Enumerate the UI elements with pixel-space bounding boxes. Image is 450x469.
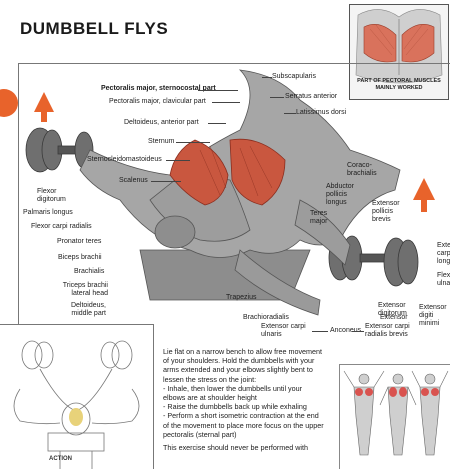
- label-pectoralis-sternocostal: Pectoralis major, sternocostal part: [101, 85, 216, 92]
- leader-line: [208, 123, 226, 124]
- orange-marker: [0, 89, 18, 117]
- right-up-arrow-icon: [413, 178, 435, 212]
- leader-line: [151, 181, 181, 182]
- description-line: arms extended and your elbows slightly b…: [163, 365, 313, 375]
- label-deltoideus-anterior: Deltoideus, anterior part: [124, 119, 199, 126]
- leader-line: [166, 160, 190, 161]
- label-flexor-carpi-ulnaris: Flexor carpi ulnaris: [437, 272, 450, 287]
- exercise-description: Lie flat on a narrow bench to allow free…: [163, 347, 337, 456]
- leader-line: [270, 97, 284, 98]
- action-figure-illustration: [13, 340, 140, 469]
- description-line: Lie flat on a narrow bench to allow free…: [163, 347, 323, 356]
- label-extensor-carpi-ulnaris: Extensor carpi ulnaris: [261, 323, 306, 338]
- leader-line: [212, 102, 240, 103]
- left-up-arrow-icon: [34, 92, 54, 122]
- label-teres-major: Teres major: [310, 210, 328, 225]
- leader-line: [352, 331, 364, 332]
- description-line: of the movement to place more focus on t…: [163, 420, 324, 430]
- label-deltoideus-middle: Deltoideus, middle part: [70, 302, 106, 317]
- label-scalenus: Scalenus: [119, 177, 148, 184]
- description-line: of your shoulders. Hold the dumbbells wi…: [163, 356, 315, 366]
- description-line: This exercise should never be performed …: [163, 443, 309, 453]
- right-dumbbell: [328, 235, 419, 287]
- label-flexor-carpi-radialis: Flexor carpi radialis: [31, 223, 92, 230]
- inset-caption-line-2: MAINLY WORKED: [375, 85, 423, 91]
- muscle-figures-illustration: [343, 370, 449, 456]
- label-trapezius: Trapezius: [226, 294, 257, 301]
- description-line: pectoralis (sternal part): [163, 429, 237, 439]
- label-extensor-carpi-radialis-longus: Extensor carpi radialis longus: [437, 242, 450, 265]
- inset-caption-line-1: PART OF PECTORAL MUSCLES: [357, 78, 441, 84]
- label-sternocleidomastoideus: Sternocleidomastoideus: [87, 156, 162, 163]
- label-subscapularis: Subscapularis: [272, 73, 316, 80]
- label-extensor-pollicis: Extensor pollicis brevis: [372, 200, 400, 223]
- description-line: - Inhale, then lower the dumbbells until…: [163, 383, 303, 393]
- leader-line: [176, 142, 210, 143]
- page-title: DUMBBELL FLYS: [20, 19, 169, 38]
- label-brachioradialis: Brachioradialis: [243, 314, 289, 321]
- action-figure-panel: [0, 324, 154, 469]
- label-palmaris-longus: Palmaris longus: [23, 209, 73, 216]
- label-brachialis: Brachialis: [74, 268, 105, 275]
- body-figure: [79, 69, 401, 316]
- label-serratus-anterior: Serratus anterior: [285, 93, 338, 100]
- label-extensor-carpi-radialis-brevis: Extensor carpi radialis brevis: [365, 323, 410, 338]
- muscle-figures-panel: [339, 364, 450, 469]
- label-triceps-lateral: Triceps brachii lateral head: [62, 282, 108, 297]
- description-line: elbows are at shoulder height: [163, 393, 257, 403]
- label-abductor-pollicis: Abductor pollicis longus: [326, 183, 355, 206]
- description-line: - Perform a short isometric contraction …: [163, 411, 319, 421]
- label-extensor: Extensor: [380, 314, 408, 321]
- leader-line: [198, 90, 238, 91]
- leader-line: [312, 331, 328, 332]
- description-line: lessen the stress on the joint:: [163, 374, 257, 384]
- pectoral-inset: [349, 4, 449, 100]
- label-flexor-digitorum: Flexor digitorum: [37, 188, 66, 203]
- main-illustration-frame: [18, 63, 450, 330]
- label-coracobrachialis: Coraco-brachialis: [347, 162, 377, 177]
- leader-line: [284, 113, 296, 114]
- pectoral-illustration: [350, 5, 448, 99]
- inset-caption: PART OF PECTORAL MUSCLES MAINLY WORKED: [352, 78, 446, 92]
- label-pectoralis-clavicular: Pectoralis major, clavicular part: [109, 98, 206, 105]
- label-pronator-teres: Pronator teres: [57, 238, 102, 245]
- leader-line: [262, 77, 272, 78]
- label-extensor-digitorum: Extensor digitorum: [378, 302, 407, 317]
- label-biceps-brachii: Biceps brachii: [58, 254, 102, 261]
- action-label: ACTION: [49, 456, 72, 462]
- label-latissimus-dorsi: Latissimus dorsi: [296, 109, 347, 116]
- description-line: - Raise the dumbbells back up while exha…: [163, 402, 307, 412]
- label-extensor-digiti-minimi: Extensor digiti minimi: [419, 304, 447, 327]
- label-anconeus: Anconeus: [330, 327, 362, 334]
- label-sternum: Sternum: [148, 138, 175, 145]
